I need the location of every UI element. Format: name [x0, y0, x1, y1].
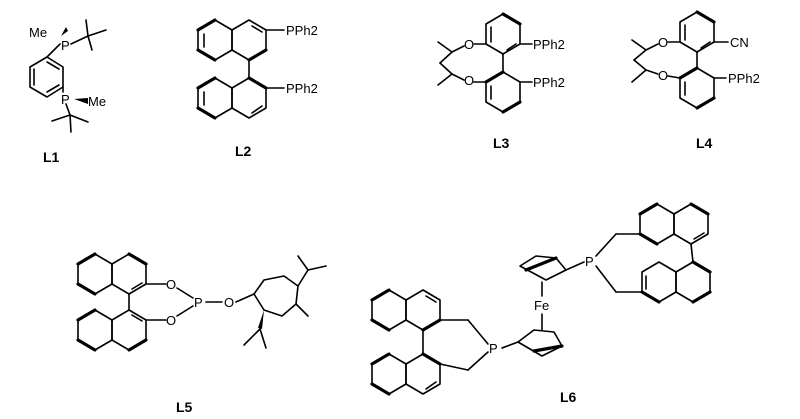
l4-o-top: O [658, 35, 668, 50]
ligand-L5-structure: O O P O [76, 252, 327, 352]
l6-fe: Fe [534, 298, 549, 313]
l3-pph2-top: PPh2 [533, 37, 565, 52]
l3-pph2-bottom: PPh2 [533, 75, 565, 90]
ligand-L4-structure: O O CN PPh2 [631, 10, 760, 110]
l1-me-bottom: Me [88, 94, 106, 109]
l3-o-bottom: O [464, 73, 474, 88]
l1-p-top: P [61, 38, 70, 53]
ligand-label-L4: L4 [696, 135, 713, 151]
l5-o-top: O [166, 277, 176, 292]
l5-p: P [194, 295, 203, 310]
l2-pph2-bottom: PPh2 [286, 81, 318, 96]
ligand-L1-structure: Me P P Me [29, 19, 107, 133]
l2-pph2-top: PPh2 [286, 23, 318, 38]
l1-me-top: Me [29, 25, 47, 40]
ligand-L6-structure: Fe P P [370, 202, 712, 396]
l1-p-bottom: P [61, 92, 70, 107]
ligand-label-L5: L5 [176, 399, 193, 415]
l5-o-bottom: O [166, 313, 176, 328]
l1-benzene-ring [29, 56, 64, 98]
l5-o-ester: O [224, 295, 234, 310]
ligand-label-L2: L2 [235, 143, 252, 159]
ligand-label-L3: L3 [493, 135, 510, 151]
l4-o-bottom: O [658, 68, 668, 83]
ligand-label-L6: L6 [560, 389, 577, 405]
l6-p-left: P [489, 341, 498, 356]
ligand-L3-structure: O O PPh2 PPh2 [437, 12, 565, 114]
ligand-label-L1: L1 [43, 149, 60, 165]
l4-pph2: PPh2 [728, 71, 760, 86]
l3-o-top: O [464, 37, 474, 52]
l6-p-right: P [585, 254, 594, 269]
l4-cn: CN [730, 35, 749, 50]
ligand-L2-structure: PPh2 PPh2 [196, 18, 318, 120]
